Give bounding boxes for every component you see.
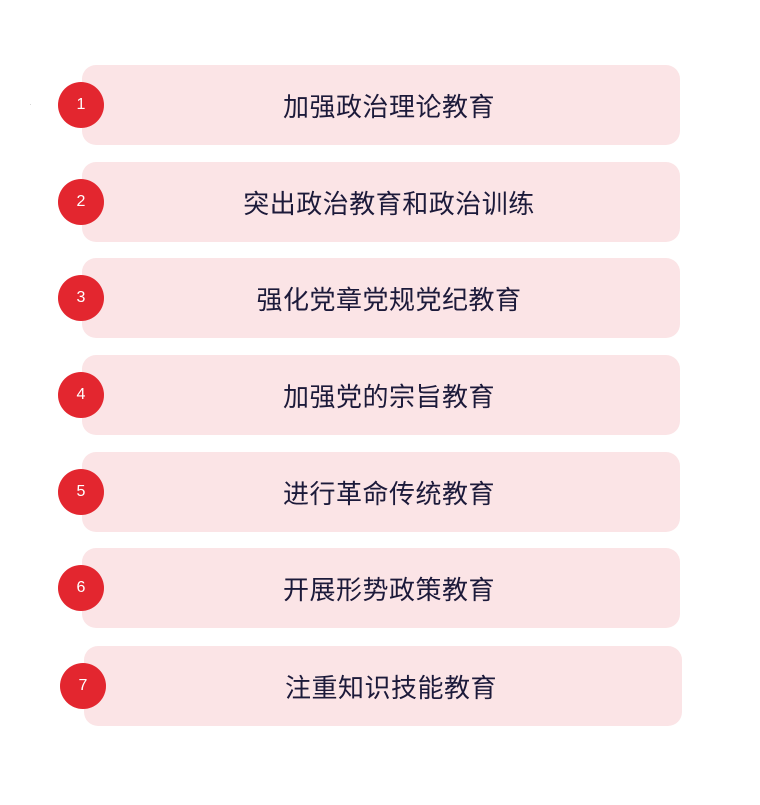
stray-dot	[30, 104, 31, 105]
badge-number: 6	[76, 579, 86, 596]
number-badge: 6	[58, 565, 104, 611]
item-label: 强化党章党规党纪教育	[256, 285, 522, 316]
number-badge: 3	[58, 275, 104, 321]
item-card: 加强党的宗旨教育	[82, 355, 680, 435]
item-label: 加强党的宗旨教育	[282, 382, 495, 413]
badge-number: 3	[76, 289, 86, 306]
badge-number: 1	[76, 96, 86, 113]
list-item: 开展形势政策教育 6	[58, 548, 680, 628]
item-label: 开展形势政策教育	[282, 575, 495, 606]
item-label: 进行革命传统教育	[282, 479, 495, 510]
list-item: 加强党的宗旨教育 4	[58, 355, 680, 435]
item-label: 加强政治理论教育	[282, 92, 495, 123]
list-item: 加强政治理论教育 1	[58, 65, 680, 145]
item-card: 开展形势政策教育	[82, 548, 680, 628]
number-badge: 4	[58, 372, 104, 418]
item-card: 注重知识技能教育	[84, 646, 682, 726]
list-item: 突出政治教育和政治训练 2	[58, 162, 680, 242]
item-label: 突出政治教育和政治训练	[243, 189, 535, 220]
number-badge: 1	[58, 82, 104, 128]
list-item: 进行革命传统教育 5	[58, 452, 680, 532]
item-label: 注重知识技能教育	[284, 673, 497, 704]
number-badge: 5	[58, 469, 104, 515]
badge-number: 7	[78, 677, 88, 694]
list-item: 注重知识技能教育 7	[60, 646, 682, 726]
item-card: 进行革命传统教育	[82, 452, 680, 532]
number-badge: 2	[58, 179, 104, 225]
list-item: 强化党章党规党纪教育 3	[58, 258, 680, 338]
item-card: 突出政治教育和政治训练	[82, 162, 680, 242]
number-badge: 7	[60, 663, 106, 709]
badge-number: 2	[76, 193, 86, 210]
badge-number: 5	[76, 483, 86, 500]
item-card: 加强政治理论教育	[82, 65, 680, 145]
badge-number: 4	[76, 386, 86, 403]
item-card: 强化党章党规党纪教育	[82, 258, 680, 338]
